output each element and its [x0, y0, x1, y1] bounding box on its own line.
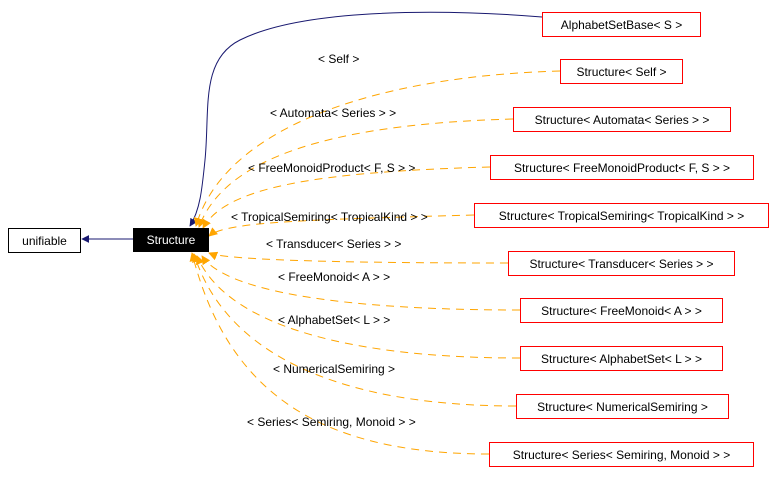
node-instance[interactable]: Structure< Automata< Series > >	[513, 107, 731, 132]
node-instance[interactable]: Structure< FreeMonoidProduct< F, S > >	[490, 155, 754, 180]
node-label: Structure< AlphabetSet< L > >	[540, 351, 702, 366]
edge-template-instance	[193, 70, 561, 227]
node-instance[interactable]: Structure< NumericalSemiring >	[516, 394, 729, 419]
node-instance[interactable]: Structure< Series< Semiring, Monoid > >	[489, 442, 754, 467]
node-label: Structure	[146, 233, 196, 247]
node-unifiable[interactable]: unifiable	[8, 228, 81, 253]
edge-label: < FreeMonoidProduct< F, S > >	[248, 161, 416, 175]
edge-template-instance	[201, 255, 521, 311]
node-label: Structure< Transducer< Series > >	[529, 256, 714, 271]
edge-label: < TropicalSemiring< TropicalKind > >	[231, 210, 428, 224]
edge-label: < Automata< Series > >	[270, 106, 397, 120]
node-label: Structure< NumericalSemiring >	[537, 399, 708, 414]
edge-template-instance	[202, 166, 491, 229]
node-instance[interactable]: Structure< Transducer< Series > >	[508, 251, 735, 276]
node-structure-focus[interactable]: Structure	[133, 228, 209, 252]
edge-template-instance	[196, 255, 521, 359]
edge-label: < Self >	[318, 52, 360, 66]
edge-label: < NumericalSemiring >	[273, 362, 396, 376]
edge-label: < FreeMonoid< A > >	[278, 270, 391, 284]
node-instance[interactable]: Structure< TropicalSemiring< TropicalKin…	[474, 203, 769, 228]
node-label: Structure< TropicalSemiring< TropicalKin…	[498, 208, 745, 223]
node-label: Structure< Automata< Series > >	[534, 112, 710, 127]
node-instance[interactable]: Structure< FreeMonoid< A > >	[520, 298, 723, 323]
edge-label: < Transducer< Series > >	[266, 237, 402, 251]
node-label: Structure< Series< Semiring, Monoid > >	[512, 447, 731, 462]
edge-template-instance	[208, 251, 509, 264]
node-instance[interactable]: Structure< Self >	[560, 59, 683, 84]
edge-template-instance	[208, 214, 475, 237]
edge-label: < Series< Semiring, Monoid > >	[247, 415, 416, 429]
node-alphabetsetbase[interactable]: AlphabetSetBase< S >	[542, 12, 701, 37]
node-label: unifiable	[22, 233, 67, 248]
node-instance[interactable]: Structure< AlphabetSet< L > >	[520, 346, 723, 371]
edge-alphabetsetbase-to-structure	[189, 11, 543, 227]
node-label: Structure< Self >	[576, 64, 667, 79]
edge-template-instance	[189, 252, 490, 455]
node-label: AlphabetSetBase< S >	[560, 17, 683, 32]
edge-template-instance	[192, 253, 517, 407]
node-label: Structure< FreeMonoidProduct< F, S > >	[513, 160, 731, 175]
node-label: Structure< FreeMonoid< A > >	[541, 303, 702, 318]
edge-template-instance	[197, 118, 514, 228]
edge-label: < AlphabetSet< L > >	[278, 313, 391, 327]
